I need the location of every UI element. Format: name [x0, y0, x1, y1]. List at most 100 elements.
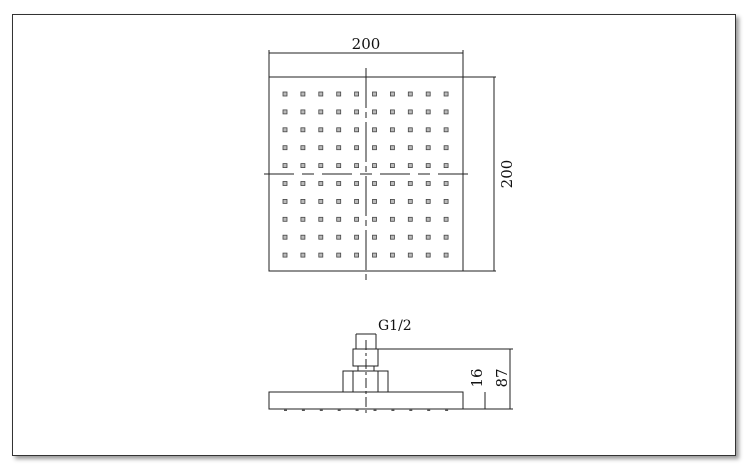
nozzle-grid	[282, 91, 449, 258]
nozzle	[407, 252, 413, 258]
nozzle	[354, 216, 360, 222]
nozzle	[407, 91, 413, 97]
nozzle	[372, 127, 377, 133]
nozzle	[354, 163, 360, 169]
nozzle	[372, 252, 377, 258]
nozzle	[282, 91, 288, 97]
nozzle	[443, 91, 449, 97]
nozzle	[354, 145, 360, 151]
nozzle	[407, 145, 413, 151]
nozzle	[282, 252, 288, 258]
nozzle	[354, 91, 360, 97]
nozzle	[318, 145, 324, 151]
nozzle	[389, 234, 395, 240]
nozzle	[372, 91, 377, 97]
nozzle-tip	[445, 409, 449, 411]
nozzle	[407, 198, 413, 204]
nozzle	[282, 198, 288, 204]
nozzle	[300, 198, 306, 204]
nozzle	[336, 252, 342, 258]
nozzle-tip	[319, 409, 323, 411]
nozzle-tip	[355, 409, 359, 411]
nozzle	[425, 145, 431, 151]
nozzle	[443, 234, 449, 240]
side-nozzles	[284, 409, 449, 411]
nozzle	[425, 181, 431, 186]
nozzle	[425, 91, 431, 97]
nozzle	[372, 109, 377, 115]
nozzle-tip	[337, 409, 341, 411]
nozzle	[282, 109, 288, 115]
nozzle	[300, 163, 306, 169]
nozzle-tip	[284, 409, 287, 411]
nozzle	[282, 127, 288, 133]
top-view	[264, 50, 496, 280]
nozzle	[300, 91, 306, 97]
total-height-label: 87	[493, 368, 511, 387]
nozzle	[336, 91, 342, 97]
nozzle	[407, 216, 413, 222]
nozzle	[282, 181, 288, 186]
nozzle	[354, 234, 360, 240]
nozzle	[336, 145, 342, 151]
nozzle	[300, 234, 306, 240]
nozzle-tip	[391, 409, 395, 411]
nozzle	[389, 216, 395, 222]
nozzle	[336, 109, 342, 115]
nozzle	[389, 91, 395, 97]
nozzle	[318, 181, 324, 186]
nozzle	[389, 181, 395, 186]
nozzle	[372, 163, 377, 169]
nozzle	[300, 181, 306, 186]
nozzle	[318, 252, 324, 258]
nozzle	[443, 163, 449, 169]
nozzle	[282, 163, 288, 169]
nozzle	[336, 216, 342, 222]
nozzle	[318, 91, 324, 97]
nozzle	[389, 198, 395, 204]
nozzle	[443, 181, 449, 186]
nozzle	[389, 127, 395, 133]
thickness-label: 16	[468, 368, 486, 387]
nozzle	[282, 234, 288, 240]
width-label: 200	[352, 35, 381, 53]
nozzle	[372, 234, 377, 240]
nozzle	[300, 216, 306, 222]
nozzle	[372, 145, 377, 151]
nozzle	[407, 234, 413, 240]
nozzle	[336, 181, 342, 186]
nozzle	[425, 163, 431, 169]
nozzle	[282, 216, 288, 222]
nozzle	[282, 145, 288, 151]
nozzle	[443, 252, 449, 258]
nozzle-tip	[301, 409, 305, 411]
nozzle	[336, 163, 342, 169]
nozzle	[336, 198, 342, 204]
nozzle	[354, 127, 360, 133]
nozzle	[318, 127, 324, 133]
nozzle	[336, 234, 342, 240]
nozzle	[425, 216, 431, 222]
nozzle	[443, 127, 449, 133]
nozzle	[425, 109, 431, 115]
nozzle	[425, 252, 431, 258]
nozzle	[354, 252, 360, 258]
nozzle	[389, 145, 395, 151]
thread-label: G1/2	[378, 318, 412, 334]
nozzle	[443, 216, 449, 222]
nozzle	[407, 181, 413, 186]
nozzle-tip	[427, 409, 431, 411]
nozzle	[318, 163, 324, 169]
nozzle	[354, 181, 360, 186]
nozzle	[300, 127, 306, 133]
nozzle	[425, 234, 431, 240]
nozzle	[354, 198, 360, 204]
nozzle	[300, 145, 306, 151]
nozzle	[300, 252, 306, 258]
nozzle	[354, 109, 360, 115]
nozzle	[407, 163, 413, 169]
nozzle	[318, 216, 324, 222]
side-view	[268, 333, 513, 415]
nozzle	[300, 109, 306, 115]
nozzle	[372, 198, 377, 204]
